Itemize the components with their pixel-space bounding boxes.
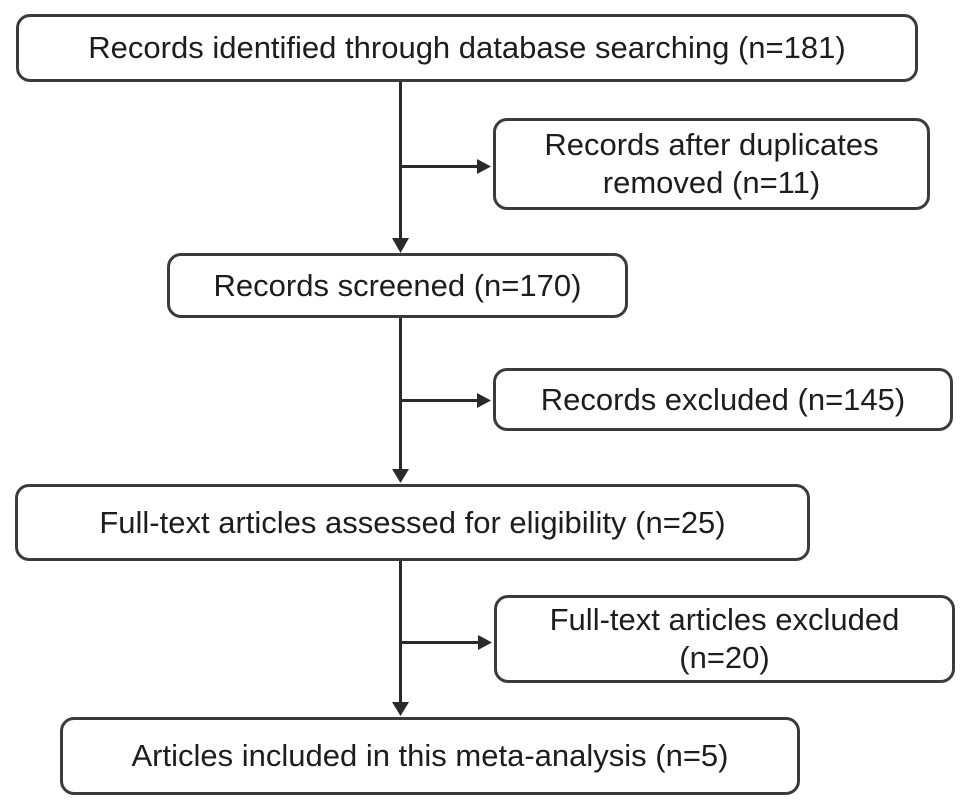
arrow-screened-to-assessed: [392, 318, 409, 483]
flow-box-duplicates-removed: Records after duplicates removed (n=11): [493, 118, 930, 210]
arrow-identified-to-screened: [392, 82, 409, 253]
flow-box-records-screened: Records screened (n=170): [167, 253, 628, 318]
flow-box-records-excluded: Records excluded (n=145): [493, 368, 953, 431]
flow-box-label: Records excluded (n=145): [540, 381, 906, 417]
flow-box-label: Articles included in this meta-analysis …: [131, 738, 729, 774]
arrow-screened-to-excluded: [400, 393, 491, 408]
flow-box-label: Records identified through database sear…: [88, 30, 846, 66]
flow-box-articles-included: Articles included in this meta-analysis …: [60, 717, 800, 795]
flow-box-records-identified: Records identified through database sear…: [16, 14, 918, 82]
flow-box-label: Full-text articles excluded (n=20): [549, 602, 900, 675]
arrow-assessed-to-ft-excluded: [400, 635, 492, 650]
flow-box-label: Records after duplicates removed (n=11): [544, 127, 879, 200]
flow-box-label: Full-text articles assessed for eligibil…: [99, 504, 726, 540]
flow-box-label: Records screened (n=170): [213, 267, 582, 303]
arrow-identified-to-duplicates: [400, 159, 491, 174]
flow-box-fulltext-excluded: Full-text articles excluded (n=20): [494, 595, 955, 683]
arrow-assessed-to-included: [392, 561, 409, 716]
flow-box-fulltext-assessed: Full-text articles assessed for eligibil…: [15, 484, 810, 561]
